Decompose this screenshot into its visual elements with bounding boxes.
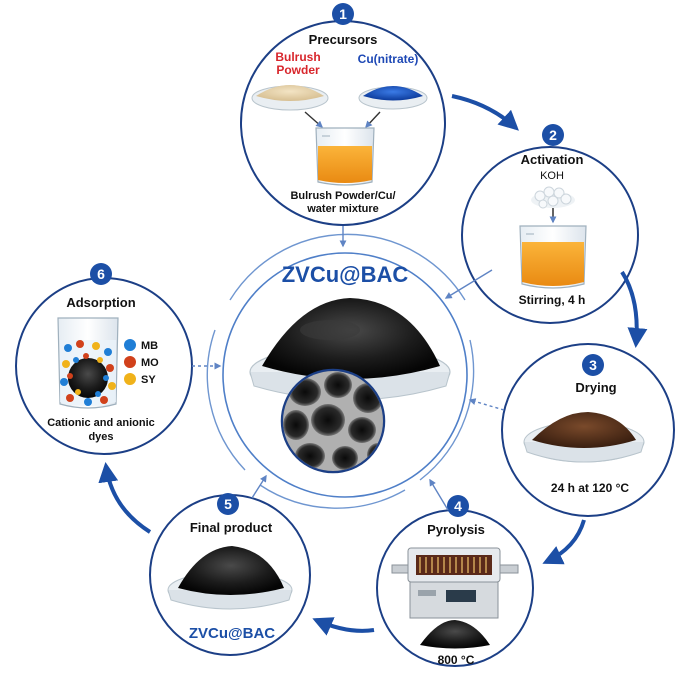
- step-3-caption: 24 h at 120 °C: [551, 481, 630, 495]
- step-1-number: 1: [339, 6, 347, 22]
- step-2-number: 2: [549, 127, 557, 143]
- arrow-step2-to-step3: [620, 270, 648, 348]
- activation-beaker-icon: [519, 225, 587, 289]
- center-title: ZVCu@BAC: [282, 262, 409, 287]
- step-5-badge: [217, 493, 239, 515]
- arrow-step3-to-step4: [542, 519, 586, 565]
- center-panel: ZVCu@BAC: [206, 233, 475, 509]
- step-3-number: 3: [589, 357, 597, 373]
- step-2-badge: [542, 124, 564, 146]
- tube-furnace-icon: [391, 547, 519, 619]
- sem-inset-icon: [280, 368, 386, 474]
- step-2-reagent: KOH: [540, 170, 564, 182]
- arrow-step4-to-center: [429, 478, 449, 511]
- step-6-adsorption: 6 Adsorption MB MO SY Cationic and anion…: [15, 263, 193, 455]
- step-2-title: Activation: [521, 152, 584, 167]
- dye-legend: MB MO SY: [124, 339, 159, 386]
- step-6-badge: [90, 263, 112, 285]
- step-1-precursors: 1 Precursors Bulrush Powder Cu(nitrate) …: [240, 3, 446, 226]
- bulrush-label-line-1: Bulrush: [275, 50, 320, 64]
- dried-powder-dish-icon: [523, 412, 645, 463]
- step-5-final-product: 5 Final product ZVCu@BAC: [149, 493, 311, 656]
- cu-nitrate-label: Cu(nitrate): [358, 52, 419, 66]
- arrow-step1-to-step2: [451, 94, 519, 131]
- legend-mb-icon: [124, 339, 136, 351]
- legend-mo-icon: [124, 356, 136, 368]
- koh-pellets-icon: [531, 186, 575, 209]
- arrow-step2-to-center: [444, 269, 493, 299]
- step-6-title: Adsorption: [66, 295, 135, 310]
- center-ring-outer-top: [229, 233, 466, 301]
- step-5-caption: ZVCu@BAC: [189, 625, 275, 642]
- center-ring-outer-left: [206, 329, 246, 471]
- step-4-caption: 800 °C: [438, 653, 475, 667]
- arrow-step4-to-step5: [312, 617, 375, 636]
- step-4-number: 4: [454, 498, 462, 514]
- legend-sy-label: SY: [141, 374, 156, 386]
- arrow-step5-to-step6: [98, 462, 152, 534]
- step-4-title: Pyrolysis: [427, 522, 485, 537]
- step-4-badge: [447, 495, 469, 517]
- bulrush-to-beaker-arrow: [304, 111, 324, 128]
- arrow-step3-to-center: [468, 398, 505, 411]
- step-6-caption-line-2: dyes: [88, 431, 113, 443]
- legend-sy-icon: [124, 373, 136, 385]
- step-6-number: 6: [97, 266, 105, 282]
- bulrush-powder-dish-icon: [251, 85, 329, 111]
- step-1-title: Precursors: [309, 32, 378, 47]
- adsorption-beaker-icon: [57, 317, 119, 409]
- cu-to-beaker-arrow: [365, 111, 381, 129]
- mixture-beaker-icon: [315, 127, 375, 186]
- center-ring-outer-right: [419, 339, 475, 481]
- cu-nitrate-dish-icon: [358, 86, 428, 110]
- legend-mb-label: MB: [141, 340, 158, 352]
- step-4-pyrolysis: 4 Pyrolysis 800 °C: [376, 495, 534, 667]
- step-3-drying: 3 Drying 24 h at 120 °C: [501, 343, 675, 517]
- step-2-activation: 2 Activation KOH Stirring, 4 h: [461, 124, 639, 324]
- step-1-caption-line-1: Bulrush Powder/Cu/: [290, 190, 395, 202]
- pyrolyzed-powder-icon: [420, 620, 490, 649]
- step-5-number: 5: [224, 496, 232, 512]
- arrow-step5-to-center: [251, 474, 267, 499]
- legend-mo-label: MO: [141, 357, 159, 369]
- center-ring-outer-bottom: [259, 484, 406, 509]
- step-3-badge: [582, 354, 604, 376]
- final-product-dish-icon: [167, 546, 293, 610]
- step-6-caption-line-1: Cationic and anionic: [47, 417, 155, 429]
- step-1-badge: [332, 3, 354, 25]
- step-2-caption: Stirring, 4 h: [519, 293, 586, 307]
- step-1-caption-line-2: water mixture: [306, 203, 379, 215]
- bulrush-label-line-2: Powder: [276, 63, 320, 77]
- step-3-title: Drying: [575, 380, 616, 395]
- step-5-title: Final product: [190, 520, 273, 535]
